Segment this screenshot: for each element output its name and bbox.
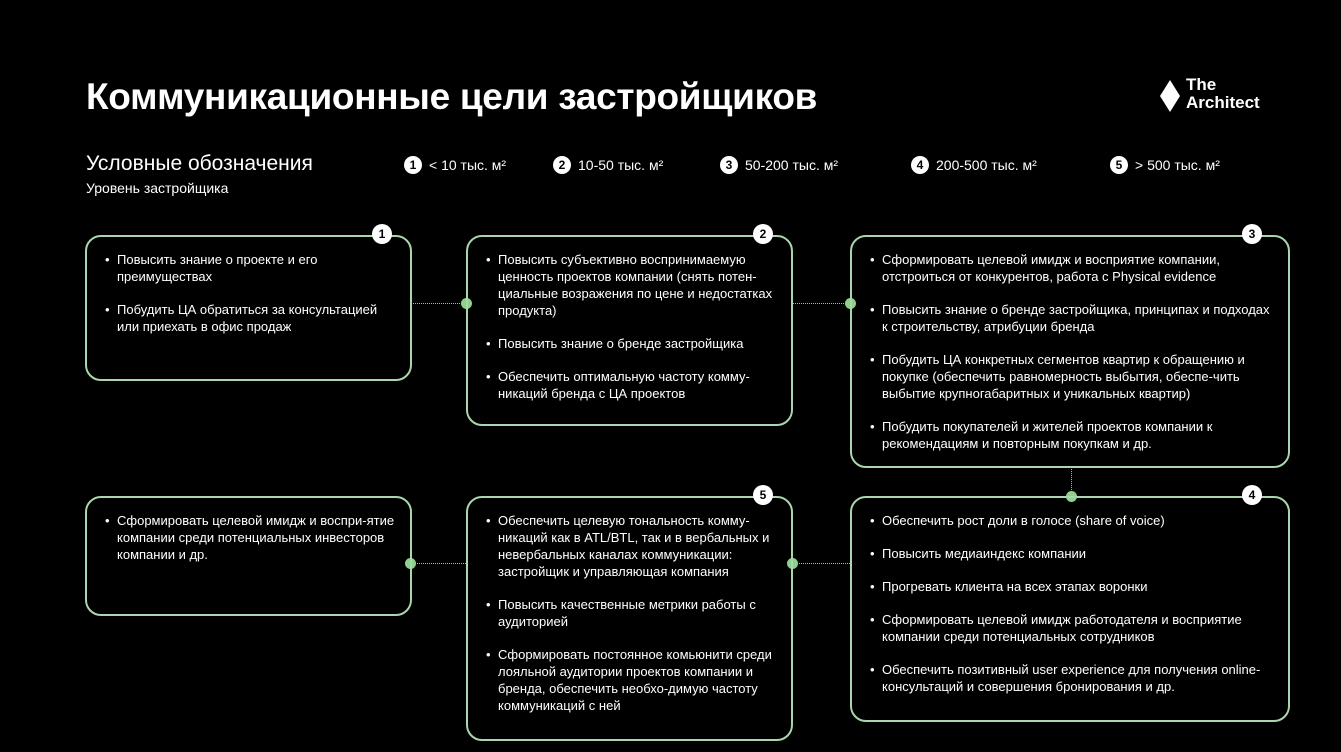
logo-line-2: Architect (1186, 93, 1260, 112)
goal-card-level-3: Сформировать целевой имидж и восприятие … (850, 235, 1290, 468)
level-badge-2: 2 (753, 224, 773, 244)
connector-5-6 (411, 563, 466, 564)
legend-item-label: < 10 тыс. м² (429, 157, 507, 173)
connector-1-2 (411, 303, 466, 304)
goal-card-investors: Сформировать целевой имидж и воспри-ятие… (85, 496, 412, 616)
level-3-badge: 3 (720, 156, 738, 174)
goal-item: Побудить ЦА конкретных сегментов квартир… (870, 351, 1278, 402)
legend-item-2: 2 10-50 тыс. м² (553, 155, 663, 175)
logo-text: The Architect (1186, 76, 1260, 112)
legend-item-label: > 500 тыс. м² (1135, 157, 1220, 173)
goal-card-level-4: Обеспечить рост доли в голосе (share of … (850, 496, 1290, 722)
goal-item: Сформировать целевой имидж и восприятие … (870, 251, 1278, 285)
goal-item: Повысить медиаиндекс компании (870, 545, 1278, 562)
legend-subtitle: Уровень застройщика (86, 180, 229, 196)
goal-item: Сформировать постоянное комьюнити среди … (486, 646, 781, 714)
page-title: Коммуникационные цели застройщиков (86, 76, 818, 117)
legend-item-label: 10-50 тыс. м² (578, 157, 664, 173)
goal-card-level-2: Повысить субъективно воспринимаемую ценн… (466, 235, 793, 426)
logo-line-1: The (1186, 75, 1217, 94)
level-badge-4: 4 (1242, 485, 1262, 505)
connector-4-5 (792, 563, 850, 564)
connector-2-3 (792, 303, 850, 304)
goal-item: Побудить покупателей и жителей проектов … (870, 418, 1278, 452)
goal-item: Повысить качественные метрики работы с а… (486, 596, 781, 630)
legend-item-4: 4 200-500 тыс. м² (911, 155, 1037, 175)
level-1-badge: 1 (404, 156, 422, 174)
goal-item: Сформировать целевой имидж работодателя … (870, 611, 1278, 645)
goal-item: Обеспечить позитивный user experience дл… (870, 661, 1278, 695)
level-badge-1: 1 (372, 224, 392, 244)
legend-title: Условные обозначения (86, 152, 313, 175)
level-badge-3: 3 (1242, 224, 1262, 244)
goal-card-level-1: Повысить знание о проекте и его преимуще… (85, 235, 412, 381)
connector-3-4 (1071, 467, 1072, 496)
goal-item: Обеспечить оптимальную частоту комму-ник… (486, 368, 781, 402)
logo: The Architect (1160, 76, 1290, 116)
level-5-badge: 5 (1110, 156, 1128, 174)
legend-item-3: 3 50-200 тыс. м² (720, 155, 838, 175)
diamond-icon (1160, 80, 1180, 112)
legend-item-5: 5 > 500 тыс. м² (1110, 155, 1220, 175)
goal-item: Повысить субъективно воспринимаемую ценн… (486, 251, 781, 319)
legend-item-1: 1 < 10 тыс. м² (404, 155, 506, 175)
level-badge-5: 5 (753, 485, 773, 505)
goal-item: Повысить знание о бренде застройщика (486, 335, 781, 352)
level-2-badge: 2 (553, 156, 571, 174)
goal-item: Обеспечить целевую тональность комму-ник… (486, 512, 781, 580)
legend-item-label: 50-200 тыс. м² (745, 157, 839, 173)
goal-item: Обеспечить рост доли в голосе (share of … (870, 512, 1278, 529)
goal-item: Повысить знание о проекте и его преимуще… (105, 251, 400, 285)
level-4-badge: 4 (911, 156, 929, 174)
goal-item: Побудить ЦА обратиться за консультацией … (105, 301, 400, 335)
goal-item: Сформировать целевой имидж и воспри-ятие… (105, 512, 400, 563)
goal-item: Повысить знание о бренде застройщика, пр… (870, 301, 1278, 335)
goal-item: Прогревать клиента на всех этапах воронк… (870, 578, 1278, 595)
goal-card-level-5: Обеспечить целевую тональность комму-ник… (466, 496, 793, 741)
legend-item-label: 200-500 тыс. м² (936, 157, 1037, 173)
